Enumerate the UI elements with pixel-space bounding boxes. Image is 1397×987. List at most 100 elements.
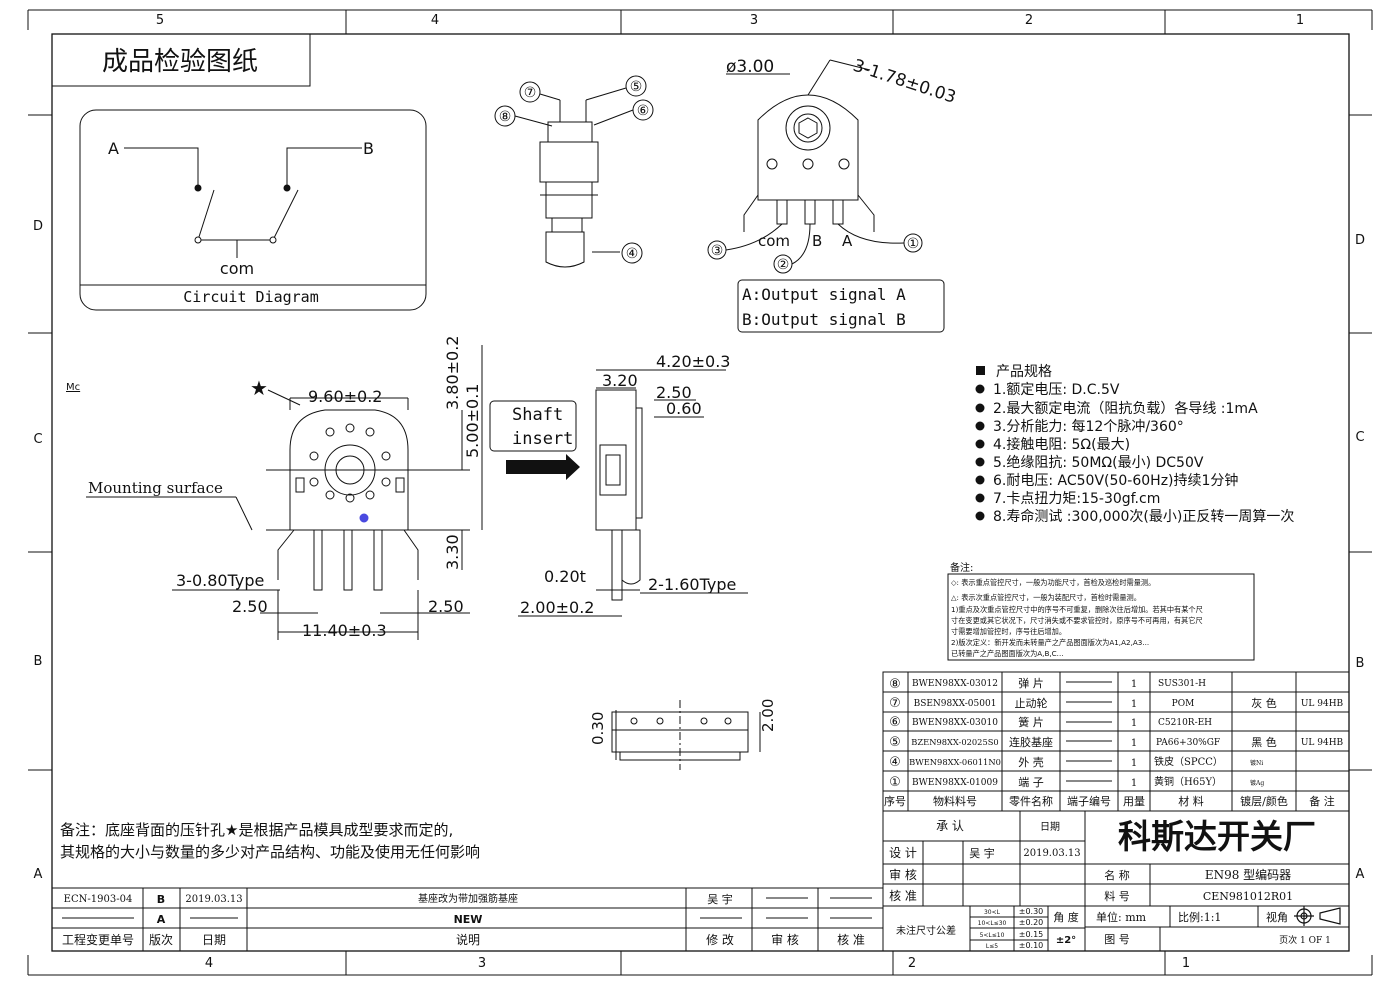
bom-row-6-qty: 1 — [1131, 718, 1137, 729]
tb-angle-value: ±2° — [1056, 935, 1076, 946]
notes-title: 备注: — [950, 561, 973, 574]
bom-row-7-material: POM — [1172, 699, 1195, 709]
tb-part-label: 料 号 — [1104, 889, 1130, 903]
tb-angle-label: 角 度 — [1053, 910, 1079, 924]
spec-item-3: 3.分析能力: 每12个脉冲/360° — [993, 419, 1184, 435]
bom-header-note: 备 注 — [1309, 794, 1335, 808]
row-label-b: B — [34, 654, 43, 669]
row-label-c-right: C — [1355, 430, 1364, 445]
pin-label-a: A — [842, 232, 853, 250]
bom-row-5-no: ⑤ — [889, 735, 901, 750]
drawing-frame — [27, 9, 1373, 976]
tb-tol-label: 未注尺寸公差 — [896, 924, 956, 937]
rev-b-desc: 基座改为带加强筋基座 — [418, 892, 518, 905]
tb-tol-value-3: ±0.15 — [1019, 930, 1044, 939]
product-specs: 产品规格 1.额定电压: D.C.5V 2.最大额定电流（阻抗负载）各导线 :1… — [975, 364, 1294, 525]
bom-row-1-part: BWEN98XX-01009 — [912, 778, 998, 788]
note-line-2: △: 表示次重点管控尺寸，一般为装配尺寸，首检时需量测。 — [951, 593, 1141, 602]
spec-item-2: 2.最大额定电流（阻抗负载）各导线 :1mA — [993, 401, 1258, 417]
dim-holes: 3-1.78±0.03 — [850, 56, 958, 108]
tb-tol-value-2: ±0.20 — [1019, 918, 1044, 927]
col-label-5: 5 — [156, 13, 164, 28]
bom-row-1-qty: 1 — [1131, 778, 1137, 789]
projection-symbol-icon — [1294, 906, 1341, 926]
bom-row-7-name: 止动轮 — [1015, 696, 1048, 710]
balloon-8: ⑧ — [499, 109, 512, 125]
circuit-label-com: com — [220, 259, 254, 278]
front-view-top — [707, 59, 923, 274]
dim-side-2: 3.20 — [602, 371, 638, 390]
bom-row-7-no: ⑦ — [889, 696, 901, 711]
bom-row-8-qty: 1 — [1131, 679, 1137, 690]
bom-row-5-material: PA66+30%GF — [1156, 738, 1220, 748]
star-mark: ★ — [250, 376, 268, 400]
tb-part-value: CEN981012R01 — [1203, 890, 1293, 903]
row-label-d: D — [33, 219, 43, 234]
bom-header-material: 材 料 — [1178, 794, 1204, 808]
note-line-4: 寸在变更或其它状况下，尺寸消失或不要求管控时，原序号不可再用，有其它尺 — [951, 616, 1203, 625]
bom-header-qty: 用量 — [1123, 795, 1145, 808]
spec-item-1: 1.额定电压: D.C.5V — [993, 382, 1120, 398]
dim-bottom-2: 2.00 — [759, 699, 777, 732]
dim-total: 11.40±0.3 — [302, 621, 387, 640]
dim-side-4: 0.60 — [666, 399, 702, 418]
note-line-7: 已转量产之产品图面版次为A,B,C... — [951, 649, 1064, 658]
balloon-1: ① — [907, 236, 920, 252]
bom-row-6-part: BWEN98XX-03010 — [912, 718, 998, 728]
rev-a-version: A — [157, 913, 166, 926]
bom-row-4-no: ④ — [889, 755, 901, 770]
note-line-3: 1)重点及次重点管控尺寸中的序号不可重复，删除次往后增加。若其中有某个尺 — [951, 605, 1203, 614]
tb-design-date: 2019.03.13 — [1023, 848, 1080, 859]
note-line-5: 寸需要增加管控时，序号往后增加。 — [951, 627, 1066, 636]
bom-row-1-plating: 镀Ag — [1250, 779, 1264, 787]
specs-heading: 产品规格 — [996, 364, 1052, 380]
tb-page: 页次 1 OF 1 — [1279, 934, 1331, 946]
main-view — [86, 345, 483, 640]
row-label-c: C — [33, 432, 42, 447]
bom-table — [882, 671, 1350, 812]
dim-height-1: 3.80±0.2 — [443, 336, 462, 410]
bom-row-5-part: BZEN98XX-02025S0 — [911, 737, 998, 747]
side-view-top — [494, 75, 654, 268]
col-label-3: 3 — [750, 13, 758, 28]
tb-name-value: EN98 型编码器 — [1205, 867, 1291, 882]
tb-design-label: 设 计 — [889, 846, 917, 860]
spec-item-6: 6.耐电压: AC50V(50-60Hz)持续1分钟 — [993, 472, 1238, 489]
rev-header-desc: 说明 — [456, 932, 480, 947]
note-line-1: ◇: 表示重点管控尺寸，一般为功能尺寸，首检及巡检时需量测。 — [951, 578, 1155, 587]
dim-side-6: 2-1.60Type — [648, 575, 736, 594]
circuit-label-a: A — [108, 139, 119, 158]
balloon-5: ⑤ — [630, 79, 643, 95]
tb-view-label: 视角 — [1266, 910, 1288, 924]
rev-b-modifier: 吴 宇 — [707, 893, 733, 906]
tb-tol-range-3: 5<L≤10 — [980, 932, 1005, 939]
bom-row-5-color: 黑 色 — [1251, 735, 1277, 749]
spec-item-7: 7.卡点扭力矩:15-30gf.cm — [993, 491, 1160, 507]
rev-header-date: 日期 — [202, 933, 226, 947]
tb-approve-label: 承 认 — [936, 819, 964, 833]
bom-row-7-color: 灰 色 — [1251, 696, 1277, 710]
bom-row-4-part: BWEN98XX-06011N0 — [909, 757, 1001, 767]
shaft-insert-callout — [489, 400, 580, 480]
legend-line-b: B:Output signal B — [742, 310, 906, 329]
dim-side-1: 4.20±0.3 — [656, 352, 730, 371]
circuit-diagram — [79, 109, 427, 311]
bom-row-5-qty: 1 — [1131, 738, 1137, 749]
bom-row-1-name: 端 子 — [1018, 776, 1044, 789]
bom-row-4-qty: 1 — [1131, 758, 1137, 769]
mounting-surface-label: Mounting surface — [88, 479, 223, 497]
tb-scale: 比例:1:1 — [1178, 910, 1221, 924]
tb-tol-range-4: L≤5 — [986, 943, 998, 950]
pin-label-b: B — [812, 232, 822, 250]
bom-row-8-material: SUS301-H — [1158, 679, 1206, 689]
dim-side-7: 2.00±0.2 — [520, 598, 594, 617]
bom-row-8-no: ⑧ — [889, 677, 901, 692]
notes-box — [947, 573, 1255, 661]
circuit-caption: Circuit Diagram — [183, 288, 318, 306]
bottom-col-label-1: 1 — [1182, 956, 1190, 971]
dim-right: 2.50 — [428, 597, 464, 616]
rev-header-approve: 核 准 — [837, 933, 865, 947]
bom-row-1-material: 黄铜（H65Y） — [1154, 775, 1222, 788]
tb-date-label: 日期 — [1040, 821, 1060, 833]
tb-tol-value-4: ±0.10 — [1019, 941, 1044, 950]
